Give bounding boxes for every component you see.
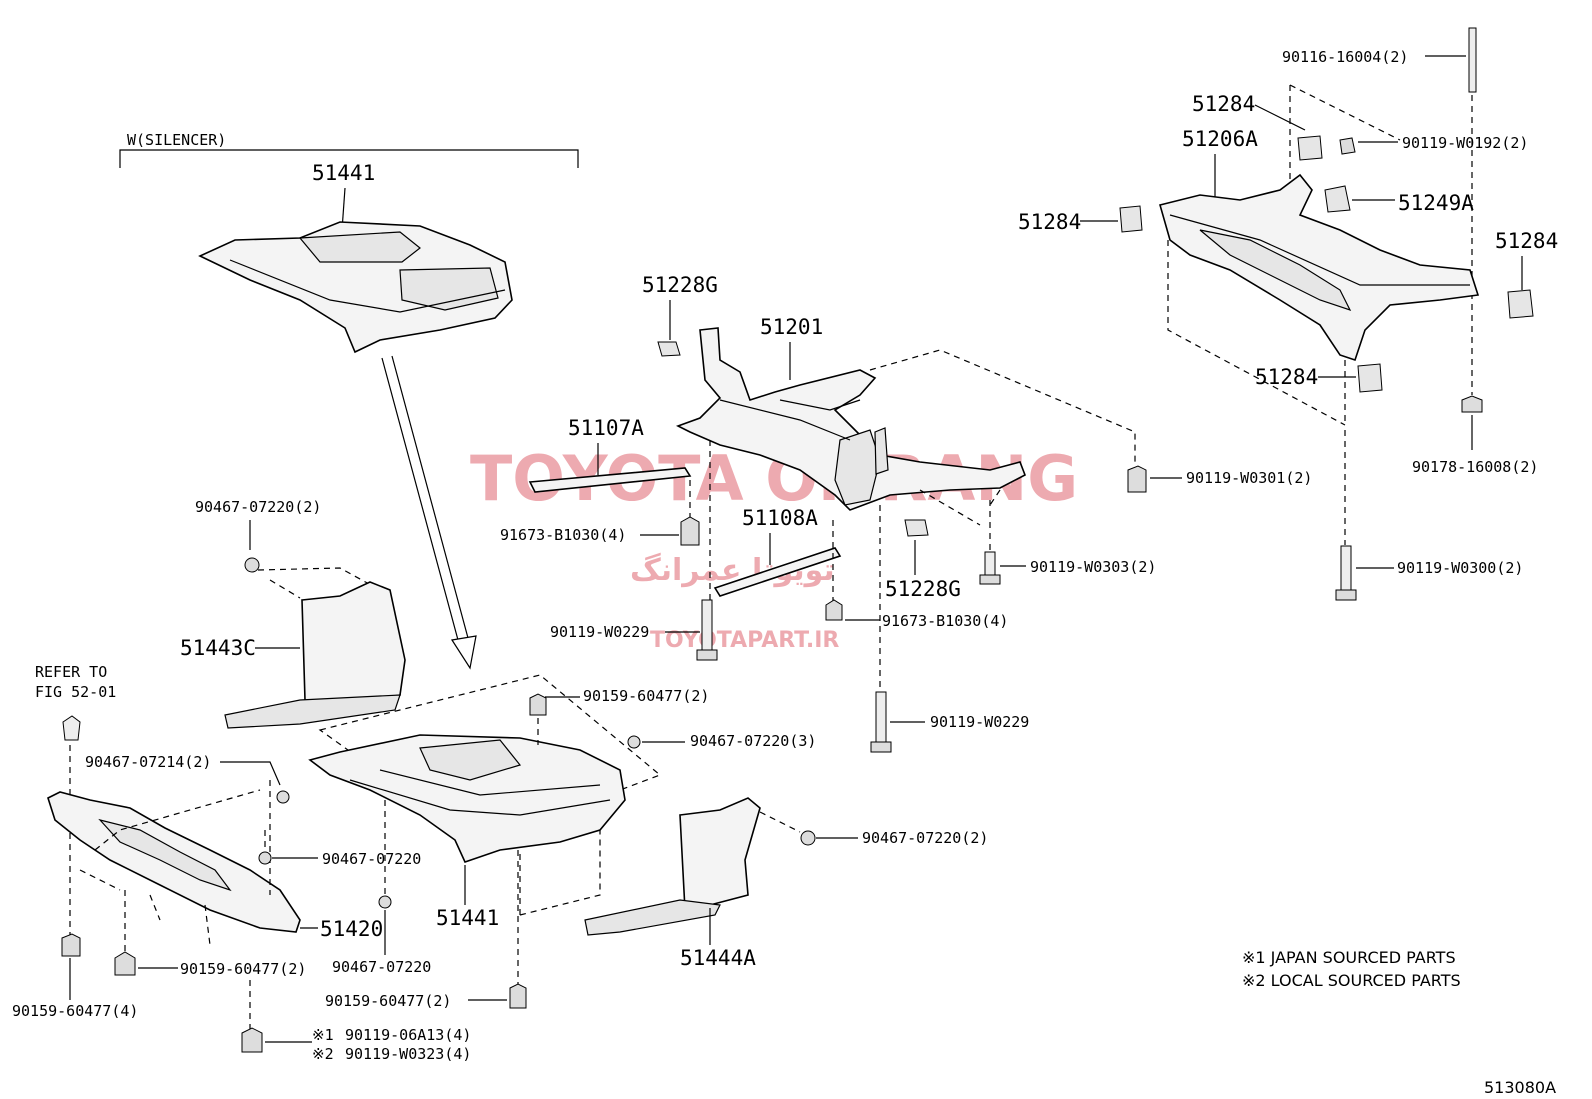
bolt-91673-B1030-a-icon (680, 516, 700, 546)
note-japan-sourced: ※1 JAPAN SOURCED PARTS (1242, 948, 1456, 967)
fastener-90119-W0303: 90119-W0303(2) (1030, 558, 1156, 576)
part-51443C-label: 51443C (180, 636, 256, 660)
part-51441-top-label: 51441 (312, 161, 375, 185)
diagram-id: 513080A (1484, 1078, 1556, 1097)
plate-51249A-icon (1324, 185, 1351, 213)
side-cover-51443C (224, 581, 406, 729)
bolt-90159-60477-bottom-icon (509, 983, 527, 1009)
fastener-90119-W0229-a: 90119-W0229 (550, 623, 649, 641)
fastener-90467-07214: 90467-07214(2) (85, 753, 211, 771)
clip-90467-07220-3-icon (627, 735, 641, 749)
bushing-51284-bottom-icon (1357, 363, 1383, 393)
fastener-90159-60477-2-top: 90159-60477(2) (583, 687, 709, 705)
stopper-90178-16008-icon (1461, 395, 1483, 413)
note-local-sourced: ※2 LOCAL SOURCED PARTS (1242, 971, 1461, 990)
part-51284-top-label: 51284 (1192, 92, 1255, 116)
fastener-90467-07220-mid: 90467-07220 (322, 850, 421, 868)
bolt-90159-60477-2-left-icon (114, 951, 136, 976)
fastener-91673-B1030-b: 91673-B1030(4) (882, 612, 1008, 630)
part-51228G-mid-label: 51228G (885, 577, 961, 601)
clip-90467-07220-mid-icon (258, 851, 272, 865)
part-51420-label: 51420 (320, 917, 383, 941)
fastener-90467-07220-low: 90467-07220 (332, 958, 431, 976)
fastener-91673-B1030-a: 91673-B1030(4) (500, 526, 626, 544)
fastener-90119-W0229-b: 90119-W0229 (930, 713, 1029, 731)
refer-line2: FIG 52-01 (35, 683, 116, 701)
part-51206A-label: 51206A (1182, 127, 1258, 151)
bolt-91673-B1030-b-icon (825, 599, 843, 621)
reinforcement-51108A (713, 547, 842, 597)
note-mark-2: ※2 (312, 1045, 334, 1063)
bolt-90159-60477-top-icon (529, 693, 547, 716)
bolt-90119-W0301-icon (1127, 465, 1147, 493)
clip-90467-07214-icon (276, 790, 290, 804)
bolt-90119-W0229-a-icon (701, 599, 713, 651)
note-mark-1: ※1 (312, 1026, 334, 1044)
fastener-90467-07220-2-right: 90467-07220(2) (862, 829, 988, 847)
part-51284-right-label: 51284 (1495, 229, 1558, 253)
clip-90467-07220-top-icon (244, 557, 260, 573)
silencer-bracket: W(SILENCER) (119, 131, 579, 168)
part-51284-bottom-label: 51284 (1255, 365, 1318, 389)
bolt-90119-W0300-icon (1340, 545, 1352, 591)
bushing-51284-right-icon (1507, 289, 1534, 319)
part-51228G-top-label: 51228G (642, 273, 718, 297)
front-crossmember-51201 (675, 327, 1027, 511)
fastener-90119-W0300: 90119-W0300(2) (1397, 559, 1523, 577)
reinforcement-51107A (528, 467, 692, 493)
bushing-51284-top-icon (1297, 135, 1323, 161)
arrow-indicator (381, 355, 477, 670)
fastener-90467-07220-3: 90467-07220(3) (690, 732, 816, 750)
engine-under-cover-51441 (308, 734, 626, 863)
fastener-90178-16008: 90178-16008(2) (1412, 458, 1538, 476)
refer-line1: REFER TO (35, 663, 107, 681)
fastener-90159-60477-2-left: 90159-60477(2) (180, 960, 306, 978)
stopper-51228G-mid-icon (904, 519, 929, 537)
bushing-51284-left-icon (1119, 205, 1143, 233)
bolt-90159-60477-4-icon (61, 933, 81, 957)
fastener-90119-W0192: 90119-W0192(2) (1402, 134, 1528, 152)
engine-under-cover-silencer (198, 221, 513, 354)
fastener-90159-60477-2-bottom: 90159-60477(2) (325, 992, 451, 1010)
bolt-90119-W0303-icon (984, 551, 996, 576)
fastener-90119-W0323: 90119-W0323(4) (345, 1045, 471, 1063)
clip-90467-07220-right-icon (800, 830, 816, 846)
clip-refer-icon (62, 715, 81, 741)
clip-90467-07220-low-icon (378, 895, 392, 909)
bolt-90119-W0192-icon (1339, 137, 1356, 155)
bolt-90119-06A13-icon (241, 1027, 263, 1053)
fastener-90467-07220-2-top: 90467-07220(2) (195, 498, 321, 516)
fastener-90119-W0301: 90119-W0301(2) (1186, 469, 1312, 487)
part-51444A-label: 51444A (680, 946, 756, 970)
silencer-label: W(SILENCER) (127, 131, 226, 149)
part-51201-label: 51201 (760, 315, 823, 339)
fastener-90116-16004: 90116-16004(2) (1282, 48, 1408, 66)
front-cover-51420 (47, 791, 301, 933)
part-51249A-label: 51249A (1398, 191, 1474, 215)
fastener-90119-06A13: 90119-06A13(4) (345, 1026, 471, 1044)
rear-crossmember-51206A (1159, 173, 1480, 362)
part-51107A-label: 51107A (568, 416, 644, 440)
part-51108A-label: 51108A (742, 506, 818, 530)
fastener-90159-60477-4: 90159-60477(4) (12, 1002, 138, 1020)
side-cover-51444A (584, 797, 761, 936)
stopper-51228G-top-icon (657, 341, 681, 357)
bolt-90119-W0229-b-icon (875, 691, 887, 743)
part-51284-left-label: 51284 (1018, 210, 1081, 234)
part-51441-bottom-label: 51441 (436, 906, 499, 930)
stud-90116-16004-icon (1468, 27, 1477, 93)
